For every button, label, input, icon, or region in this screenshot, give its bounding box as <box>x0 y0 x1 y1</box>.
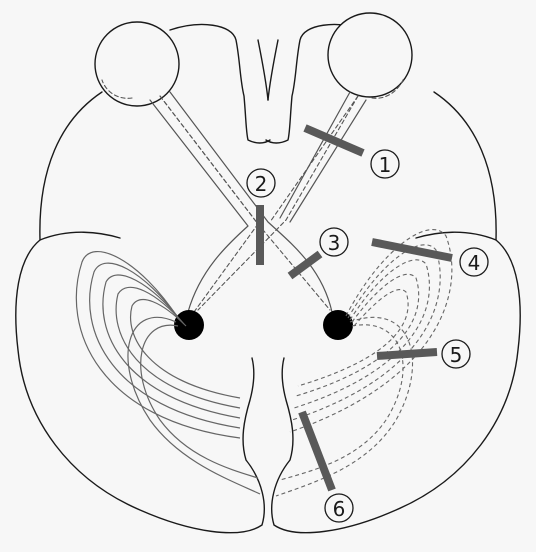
left-lgn <box>174 310 204 340</box>
brain-outline <box>15 23 521 534</box>
lesion-label-text: 4 <box>468 251 481 275</box>
lesion-label-5: 5 <box>441 339 471 369</box>
lesion-label-text: 5 <box>450 343 463 367</box>
lesion-label-4: 4 <box>459 247 489 277</box>
lesion-bar-6 <box>298 410 336 492</box>
lesion-label-3: 3 <box>319 227 349 257</box>
left-optic-radiation <box>75 251 261 495</box>
lesion-label-text: 3 <box>328 231 341 255</box>
lesion-bars <box>256 124 453 492</box>
right-lgn <box>323 310 353 340</box>
lesion-bar-1 <box>303 124 365 157</box>
lesion-bar-3 <box>287 250 323 280</box>
right-eye <box>327 12 413 98</box>
lesion-label-6: 6 <box>324 493 354 523</box>
lesion-label-2: 2 <box>246 168 276 198</box>
lesion-label-text: 6 <box>333 497 346 521</box>
right-optic-radiation <box>275 229 453 497</box>
lesion-bar-4 <box>371 238 453 262</box>
lesion-label-text: 2 <box>255 172 268 196</box>
lesion-label-text: 1 <box>379 153 392 177</box>
lesion-bar-5 <box>376 348 438 360</box>
left-eye <box>94 21 180 107</box>
lesion-label-1: 1 <box>370 149 400 179</box>
